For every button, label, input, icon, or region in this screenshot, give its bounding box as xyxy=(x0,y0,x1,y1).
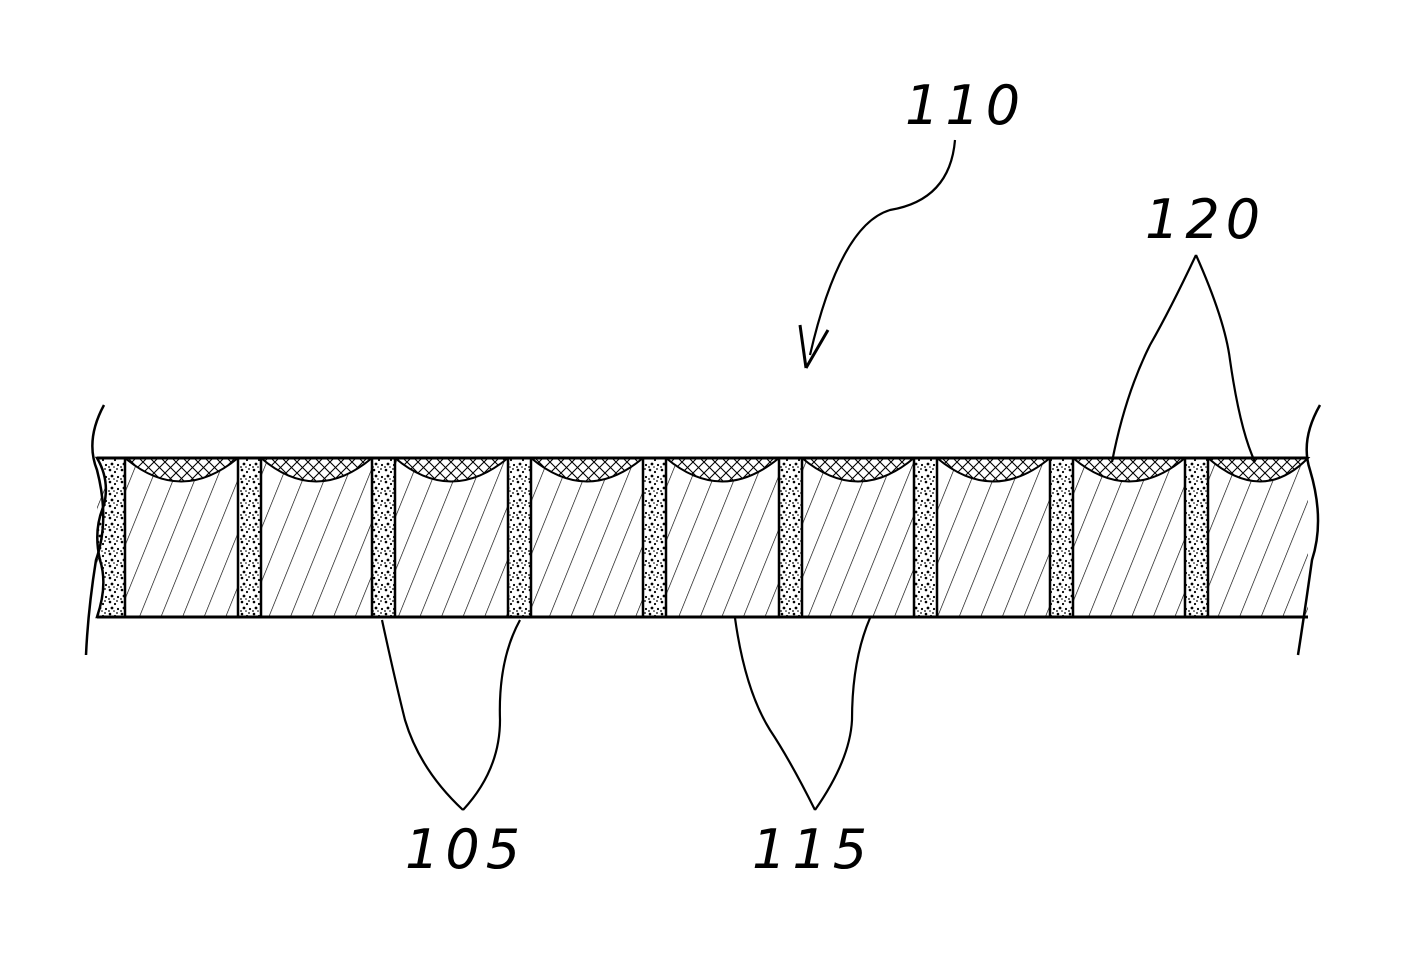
divider-8-fill xyxy=(1185,458,1208,617)
divider-4-fill xyxy=(643,458,666,617)
divider-7-fill xyxy=(1050,458,1073,617)
leader-120-left xyxy=(1112,255,1196,462)
leader-105-left xyxy=(382,620,463,810)
label-105: 105 xyxy=(405,818,526,881)
label-115: 115 xyxy=(752,818,873,881)
divider-3-fill xyxy=(508,458,531,617)
divider-6-fill xyxy=(914,458,937,617)
divider-5-fill xyxy=(779,458,802,617)
label-110: 110 xyxy=(905,74,1026,137)
leader-115-left xyxy=(735,618,815,810)
cover-segment-group xyxy=(125,458,1308,482)
leader-105-right xyxy=(463,620,520,810)
leader-120-right xyxy=(1196,255,1255,462)
arrowhead-110 xyxy=(800,325,828,368)
leader-115-right xyxy=(815,618,870,810)
label-120: 120 xyxy=(1145,188,1266,251)
divider-2-fill xyxy=(372,458,395,617)
leader-110 xyxy=(810,140,955,355)
divider-1-fill xyxy=(238,458,261,617)
